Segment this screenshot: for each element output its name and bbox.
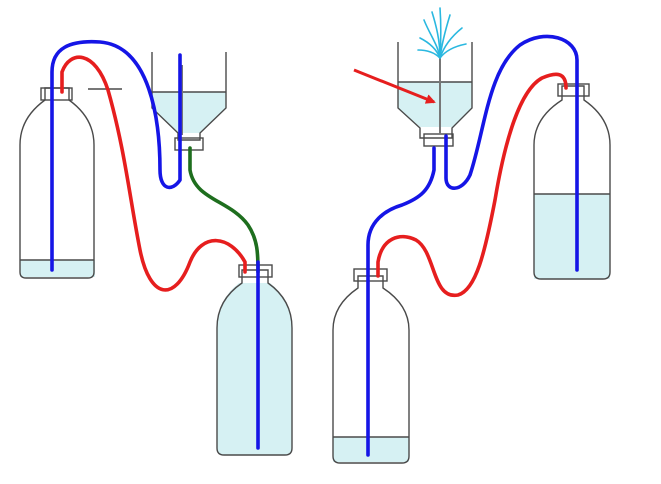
red-tube-left — [60, 55, 247, 292]
funnel-right — [397, 42, 473, 147]
fountain-spray-icon — [417, 7, 467, 59]
stopper-top-left — [40, 87, 73, 101]
right-setup — [332, 7, 611, 464]
blue-tube-bottom-right — [366, 146, 436, 457]
bottle-top-right — [533, 83, 611, 280]
bottle-bottom-right — [332, 268, 410, 464]
funnel-left — [151, 52, 227, 151]
water-level-top-left — [20, 260, 95, 277]
bottle-bottom-left — [216, 264, 293, 456]
bottle-body-bottom-left — [216, 269, 293, 456]
blue-tube-left — [50, 39, 182, 272]
blue-tube-top-right — [444, 34, 579, 272]
stopper-bottom-right — [353, 268, 388, 282]
stopper-funnel-right — [423, 133, 454, 147]
stopper-top-right — [557, 83, 590, 97]
funnel-body-right — [397, 42, 473, 139]
bottle-top-left — [19, 87, 122, 279]
stopper-bottom-left — [238, 264, 273, 278]
water-bottom-left — [217, 283, 292, 455]
bottle-body-top-left — [19, 87, 95, 279]
bottle-body-bottom-right — [332, 275, 410, 464]
water-top-right — [534, 194, 610, 279]
pointer-arrow-icon — [353, 68, 436, 104]
water-funnel-right — [398, 82, 472, 127]
red-tube-right — [376, 72, 568, 297]
green-tube-left — [188, 146, 260, 274]
water-funnel-left — [152, 92, 226, 133]
water-bottom-right — [333, 437, 409, 462]
bottle-body-top-right — [533, 85, 611, 280]
left-setup — [19, 39, 293, 456]
